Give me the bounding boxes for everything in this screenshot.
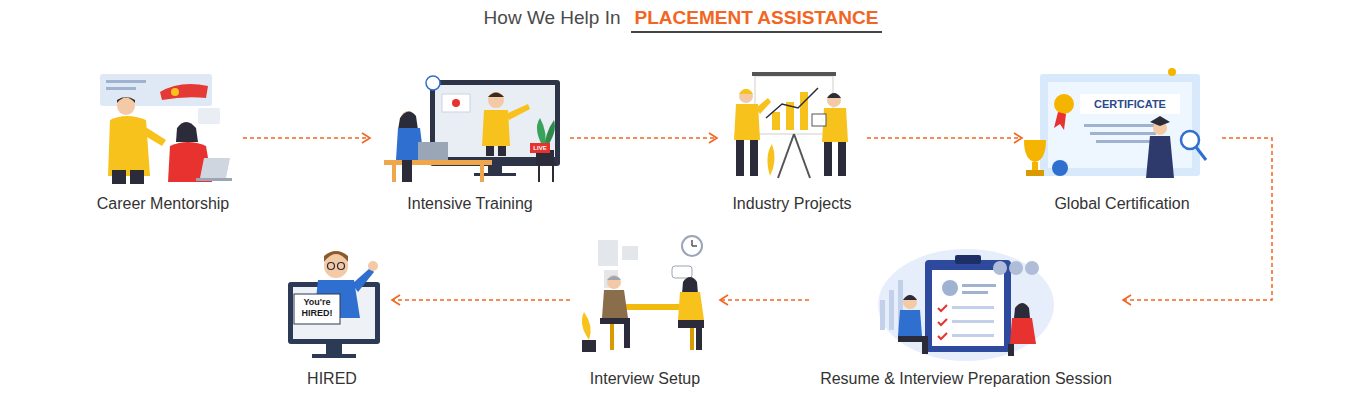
training-illustration	[384, 76, 560, 182]
title-highlight: PLACEMENT ASSISTANCE	[631, 7, 883, 33]
flow-arrow	[867, 133, 1022, 143]
dashed-connector	[243, 137, 370, 139]
step-caption: Interview Setup	[590, 369, 700, 389]
title-row: How We Help In PLACEMENT ASSISTANCE	[0, 6, 1366, 30]
process-step: Interview Setup	[575, 238, 715, 395]
step-caption: Career Mentorship	[97, 194, 230, 214]
process-step: Global Certification	[1027, 65, 1217, 220]
arrow-head	[1123, 295, 1131, 305]
step-caption: HIRED	[307, 369, 357, 389]
arrow-head	[392, 295, 400, 305]
arrow-head	[709, 133, 717, 143]
step-caption: Global Certification	[1054, 194, 1189, 214]
interview-illustration	[582, 236, 704, 352]
flow-arrow	[243, 133, 370, 143]
illustration-label: CERTIFICATE	[1082, 96, 1178, 112]
resume-illustration	[878, 249, 1054, 361]
dashed-connector	[392, 299, 570, 301]
certification-illustration	[1024, 68, 1206, 178]
arrow-head	[362, 133, 370, 143]
hired-illustration	[288, 251, 380, 358]
dashed-connector	[867, 137, 1022, 139]
arrow-head	[1014, 133, 1022, 143]
diagram-title: How We Help In	[484, 7, 621, 28]
step-caption: Resume & Interview Preparation Session	[820, 369, 1112, 389]
dashed-connector	[720, 299, 809, 301]
flow-arrow	[570, 133, 717, 143]
flow-arrow	[392, 295, 570, 305]
step-caption: Industry Projects	[732, 194, 851, 214]
process-step: Resume & Interview Preparation Session	[814, 238, 1118, 395]
illustration-label: You're HIRED!	[296, 297, 338, 319]
dashed-connector	[570, 137, 717, 139]
step-caption: Intensive Training	[407, 194, 532, 214]
illustration-label: LIVE	[530, 143, 550, 153]
process-step: Career Mentorship	[88, 65, 238, 220]
process-step: Intensive Training	[375, 65, 565, 220]
flow-arrow	[1123, 138, 1272, 305]
flow-arrow	[720, 295, 809, 305]
projects-illustration	[734, 72, 848, 178]
dashed-connector	[1123, 138, 1272, 300]
arrow-head	[720, 295, 728, 305]
process-step: HIRED	[277, 238, 387, 395]
mentorship-illustration	[100, 74, 232, 184]
process-step: Industry Projects	[722, 65, 862, 220]
